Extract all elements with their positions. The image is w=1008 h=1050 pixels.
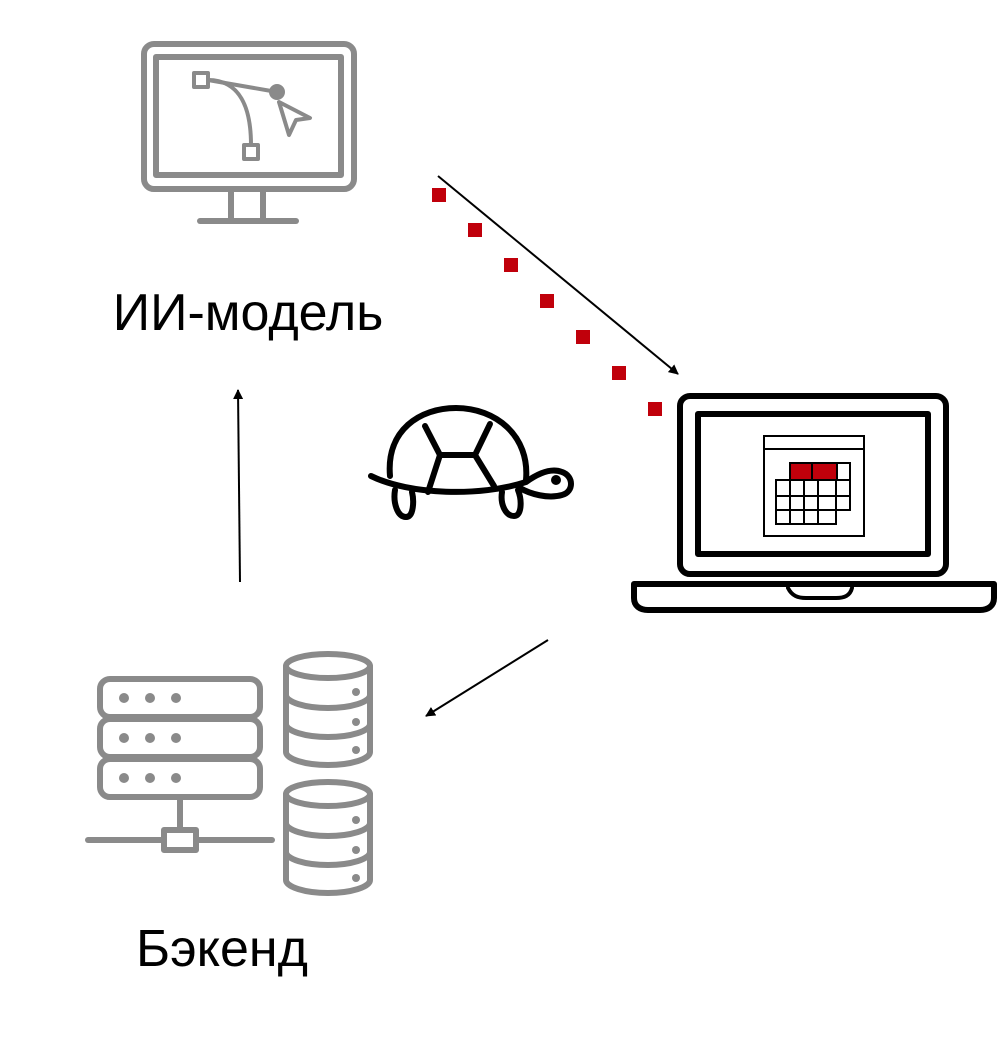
arrow-laptop-to-backend — [425, 639, 549, 717]
bezier-pen-icon — [192, 71, 312, 161]
streaming-dots — [432, 188, 662, 416]
arrow-model-to-laptop — [437, 175, 679, 375]
database-icon-top — [283, 651, 373, 768]
database-bottom-dots — [352, 816, 360, 882]
database-icon-bottom — [283, 779, 373, 896]
database-top-dots — [352, 688, 360, 754]
ai-model-monitor-icon — [141, 41, 357, 224]
turtle-icon — [368, 405, 574, 520]
backend-label: Бэкенд — [136, 920, 308, 978]
server-led-dots — [119, 693, 181, 783]
calendar-icon — [763, 435, 865, 537]
arrow-backend-to-model — [233, 389, 244, 583]
server-rack-icon — [85, 676, 275, 853]
laptop-icon — [631, 393, 997, 613]
ai-model-label: ИИ-модель — [113, 284, 384, 342]
